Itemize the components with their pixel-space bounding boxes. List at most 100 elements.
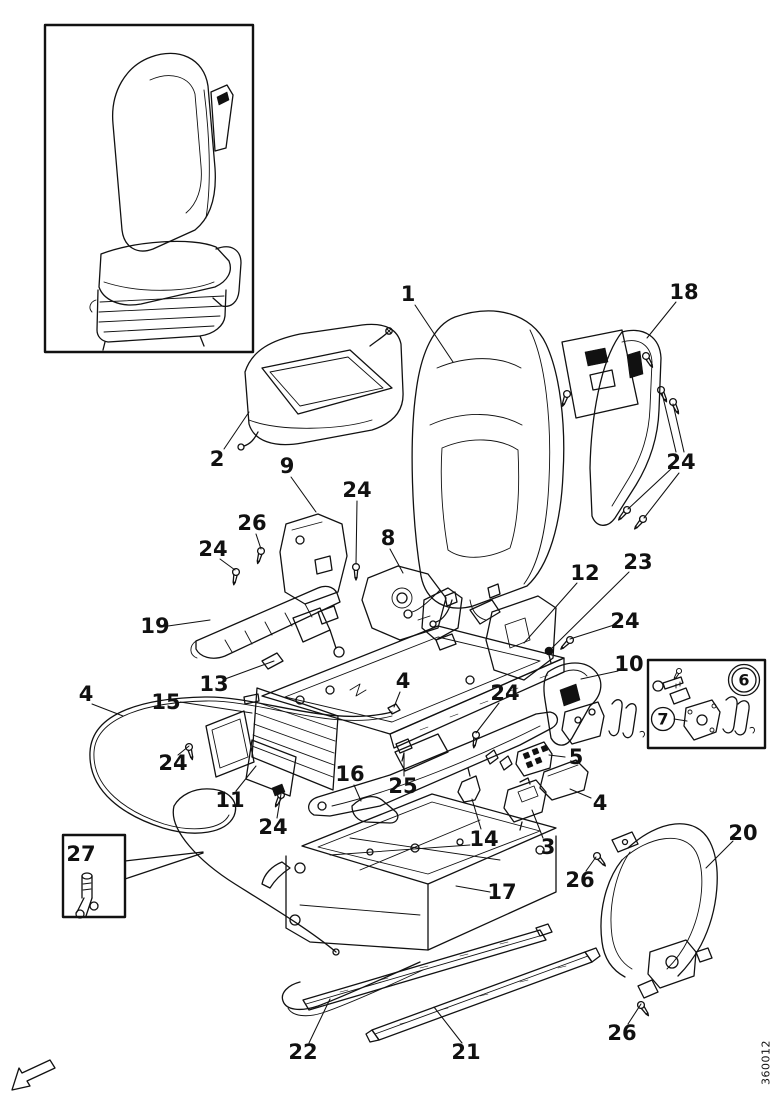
leader-line <box>705 840 734 869</box>
seat-belt-20-part <box>591 823 718 1019</box>
callout-23: 23 <box>623 550 652 574</box>
leader-line <box>673 718 688 722</box>
callout-1: 1 <box>401 282 416 306</box>
callout-26: 26 <box>607 1021 636 1045</box>
callout-3: 3 <box>541 835 556 859</box>
leader-line <box>355 500 358 565</box>
bracket-8-part <box>351 562 447 641</box>
callout-13: 13 <box>199 672 228 696</box>
callout-10: 10 <box>614 652 643 676</box>
callout-19: 19 <box>140 614 169 638</box>
callout-circle <box>650 706 676 732</box>
callout-6: 6 <box>738 671 749 690</box>
leader-line <box>548 754 566 758</box>
hinge-parts <box>403 587 501 641</box>
leader-line <box>569 624 615 640</box>
clip-13-part <box>261 652 284 670</box>
callout-15: 15 <box>151 690 180 714</box>
callout-8: 8 <box>381 526 396 550</box>
callout-17: 17 <box>487 880 516 904</box>
leader-line <box>672 403 685 453</box>
figure-number: 360012 <box>759 1040 773 1085</box>
leader-line <box>389 548 404 574</box>
leader-line <box>661 392 677 453</box>
callout-20: 20 <box>728 821 757 845</box>
callout-18: 18 <box>669 280 698 304</box>
leader-line <box>550 571 630 650</box>
detail-box-27 <box>61 833 204 919</box>
callout-14: 14 <box>469 827 498 851</box>
back-panel-part <box>558 329 657 419</box>
trim-19-part <box>190 585 345 659</box>
leader-line <box>235 765 257 792</box>
callout-24: 24 <box>158 751 187 775</box>
callout-24: 24 <box>342 478 371 502</box>
leader-line <box>643 472 680 519</box>
leader-line <box>290 476 317 513</box>
leader-line <box>569 788 592 799</box>
leader-line <box>224 660 275 680</box>
side-trim-part <box>589 329 683 532</box>
leader-line <box>353 784 362 802</box>
leader-line <box>627 467 673 510</box>
callout-24: 24 <box>258 815 287 839</box>
leader-line <box>471 798 482 830</box>
callout-circle <box>727 663 761 697</box>
part-4-cover <box>539 759 589 801</box>
direction-arrow-icon <box>11 1059 56 1091</box>
callout-7: 7 <box>657 710 668 729</box>
callout-16: 16 <box>335 762 364 786</box>
leader-line <box>455 885 491 893</box>
callout-circle <box>731 667 757 693</box>
lower-trim-rail-part <box>308 711 559 817</box>
callout-4: 4 <box>396 669 411 693</box>
leader-line <box>531 809 544 839</box>
leader-line <box>475 702 500 734</box>
rail-21-part <box>365 947 601 1043</box>
leader-line <box>255 533 262 550</box>
cable-4-part <box>89 693 393 956</box>
leader-line <box>223 411 250 450</box>
callout-24: 24 <box>666 450 695 474</box>
armrest-10-part <box>543 662 645 746</box>
bracket-9-part <box>229 513 348 625</box>
callout-25: 25 <box>388 774 417 798</box>
leader-line <box>627 1003 642 1025</box>
callout-22: 22 <box>288 1040 317 1064</box>
rail-22-part <box>281 923 553 1017</box>
leader-line <box>179 701 253 714</box>
callout-24: 24 <box>490 681 519 705</box>
callout-12: 12 <box>570 561 599 585</box>
callout-26: 26 <box>237 511 266 535</box>
leader-line <box>433 1006 463 1044</box>
leader-line <box>177 745 190 756</box>
callout-27: 27 <box>66 842 95 866</box>
leader-line <box>91 703 124 717</box>
callout-4: 4 <box>593 791 608 815</box>
cushion-part <box>237 323 404 451</box>
part-14 <box>457 767 481 803</box>
leader-line <box>308 998 331 1044</box>
detail-box-6-7 <box>646 658 767 750</box>
frame-15-part <box>251 625 565 791</box>
callout-9: 9 <box>280 454 295 478</box>
switch-5-part <box>515 741 553 777</box>
leader-line <box>393 691 401 708</box>
callout-2: 2 <box>210 447 225 471</box>
callout-4: 4 <box>79 682 94 706</box>
inset-assembled-seat <box>43 23 255 354</box>
leader-line <box>276 793 282 819</box>
suspension-base-part <box>261 793 557 951</box>
panel-11-part <box>184 710 297 809</box>
callout-24: 24 <box>198 537 227 561</box>
callout-26: 26 <box>565 868 594 892</box>
leader-line <box>580 670 619 680</box>
leader-line <box>585 856 597 872</box>
leader-line <box>414 304 454 363</box>
leader-line <box>523 582 578 644</box>
part-3 <box>503 777 547 831</box>
callout-5: 5 <box>569 745 584 769</box>
